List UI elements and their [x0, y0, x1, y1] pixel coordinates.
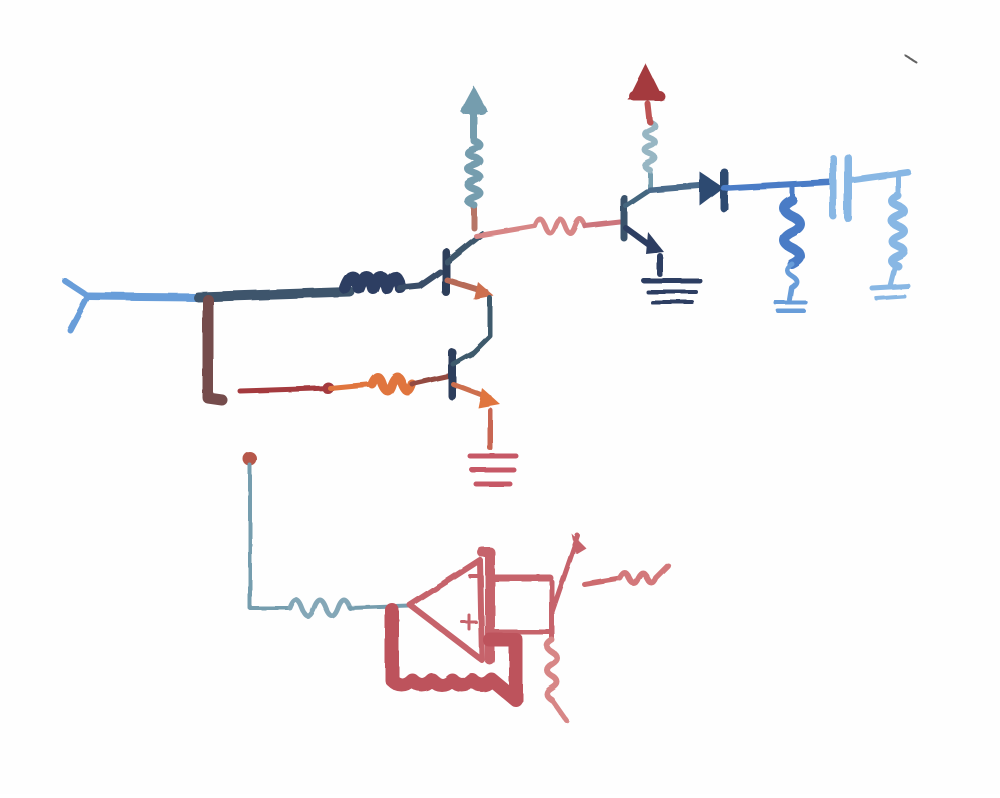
transistor-q1	[442, 231, 494, 300]
wire-opamp-ramp	[549, 533, 581, 615]
opamp	[407, 547, 554, 665]
resistor-opamp-output	[581, 563, 671, 587]
capacitor-output	[829, 154, 911, 222]
resistor-q1-collector	[464, 111, 484, 231]
input-antenna	[62, 278, 204, 333]
wire-output-bus	[721, 179, 833, 191]
wire-main-input	[193, 287, 355, 302]
inductor-base	[339, 269, 443, 294]
resistor-output	[887, 173, 908, 289]
paint-speck	[905, 55, 917, 63]
diode-output	[700, 168, 728, 212]
arrow-opamp-ramp	[572, 534, 586, 554]
resistor-opamp-input	[287, 597, 412, 619]
resistor-q2-base	[327, 372, 451, 396]
wire-opamp-input	[248, 463, 292, 610]
transistor-q2	[448, 348, 500, 408]
transistor-q3	[620, 187, 664, 254]
inductor-output	[774, 181, 808, 313]
ground-output	[869, 283, 911, 300]
wire-q2-base	[237, 385, 333, 394]
wire-output-line	[647, 183, 703, 193]
supply-q1	[460, 86, 488, 115]
ground-q3	[641, 253, 703, 304]
wire-junction-down	[202, 294, 228, 406]
terminal-opamp-input	[243, 452, 257, 466]
supply-q3	[628, 64, 665, 101]
wire-q1-q2	[467, 295, 493, 359]
resistor-q3-collector	[642, 101, 658, 193]
ground-q2	[467, 407, 519, 487]
wire-feedback-loop	[385, 603, 523, 707]
wire-coupling	[473, 223, 538, 239]
resistor-coupling	[532, 216, 623, 236]
